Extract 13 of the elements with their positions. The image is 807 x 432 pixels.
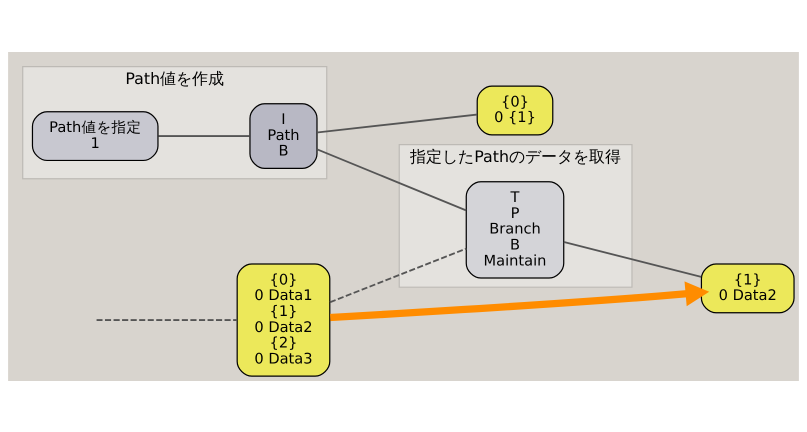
connector	[316, 113, 478, 133]
connector	[316, 148, 466, 211]
connector	[158, 134, 250, 136]
arrow	[330, 280, 710, 321]
node-box: {1} 0 Data2	[700, 262, 795, 313]
node-box: T P Branch B Maintain	[466, 180, 564, 278]
connector	[330, 247, 467, 303]
node-box: {0} 0 Data1 {1} 0 Data2 {2} 0 Data3	[236, 262, 330, 376]
node-box: {0} 0 {1}	[476, 85, 554, 135]
node-box: Path値を指定 1	[32, 110, 159, 161]
node-box: I Path B	[249, 102, 318, 168]
connector	[564, 240, 702, 278]
connector	[96, 318, 238, 320]
